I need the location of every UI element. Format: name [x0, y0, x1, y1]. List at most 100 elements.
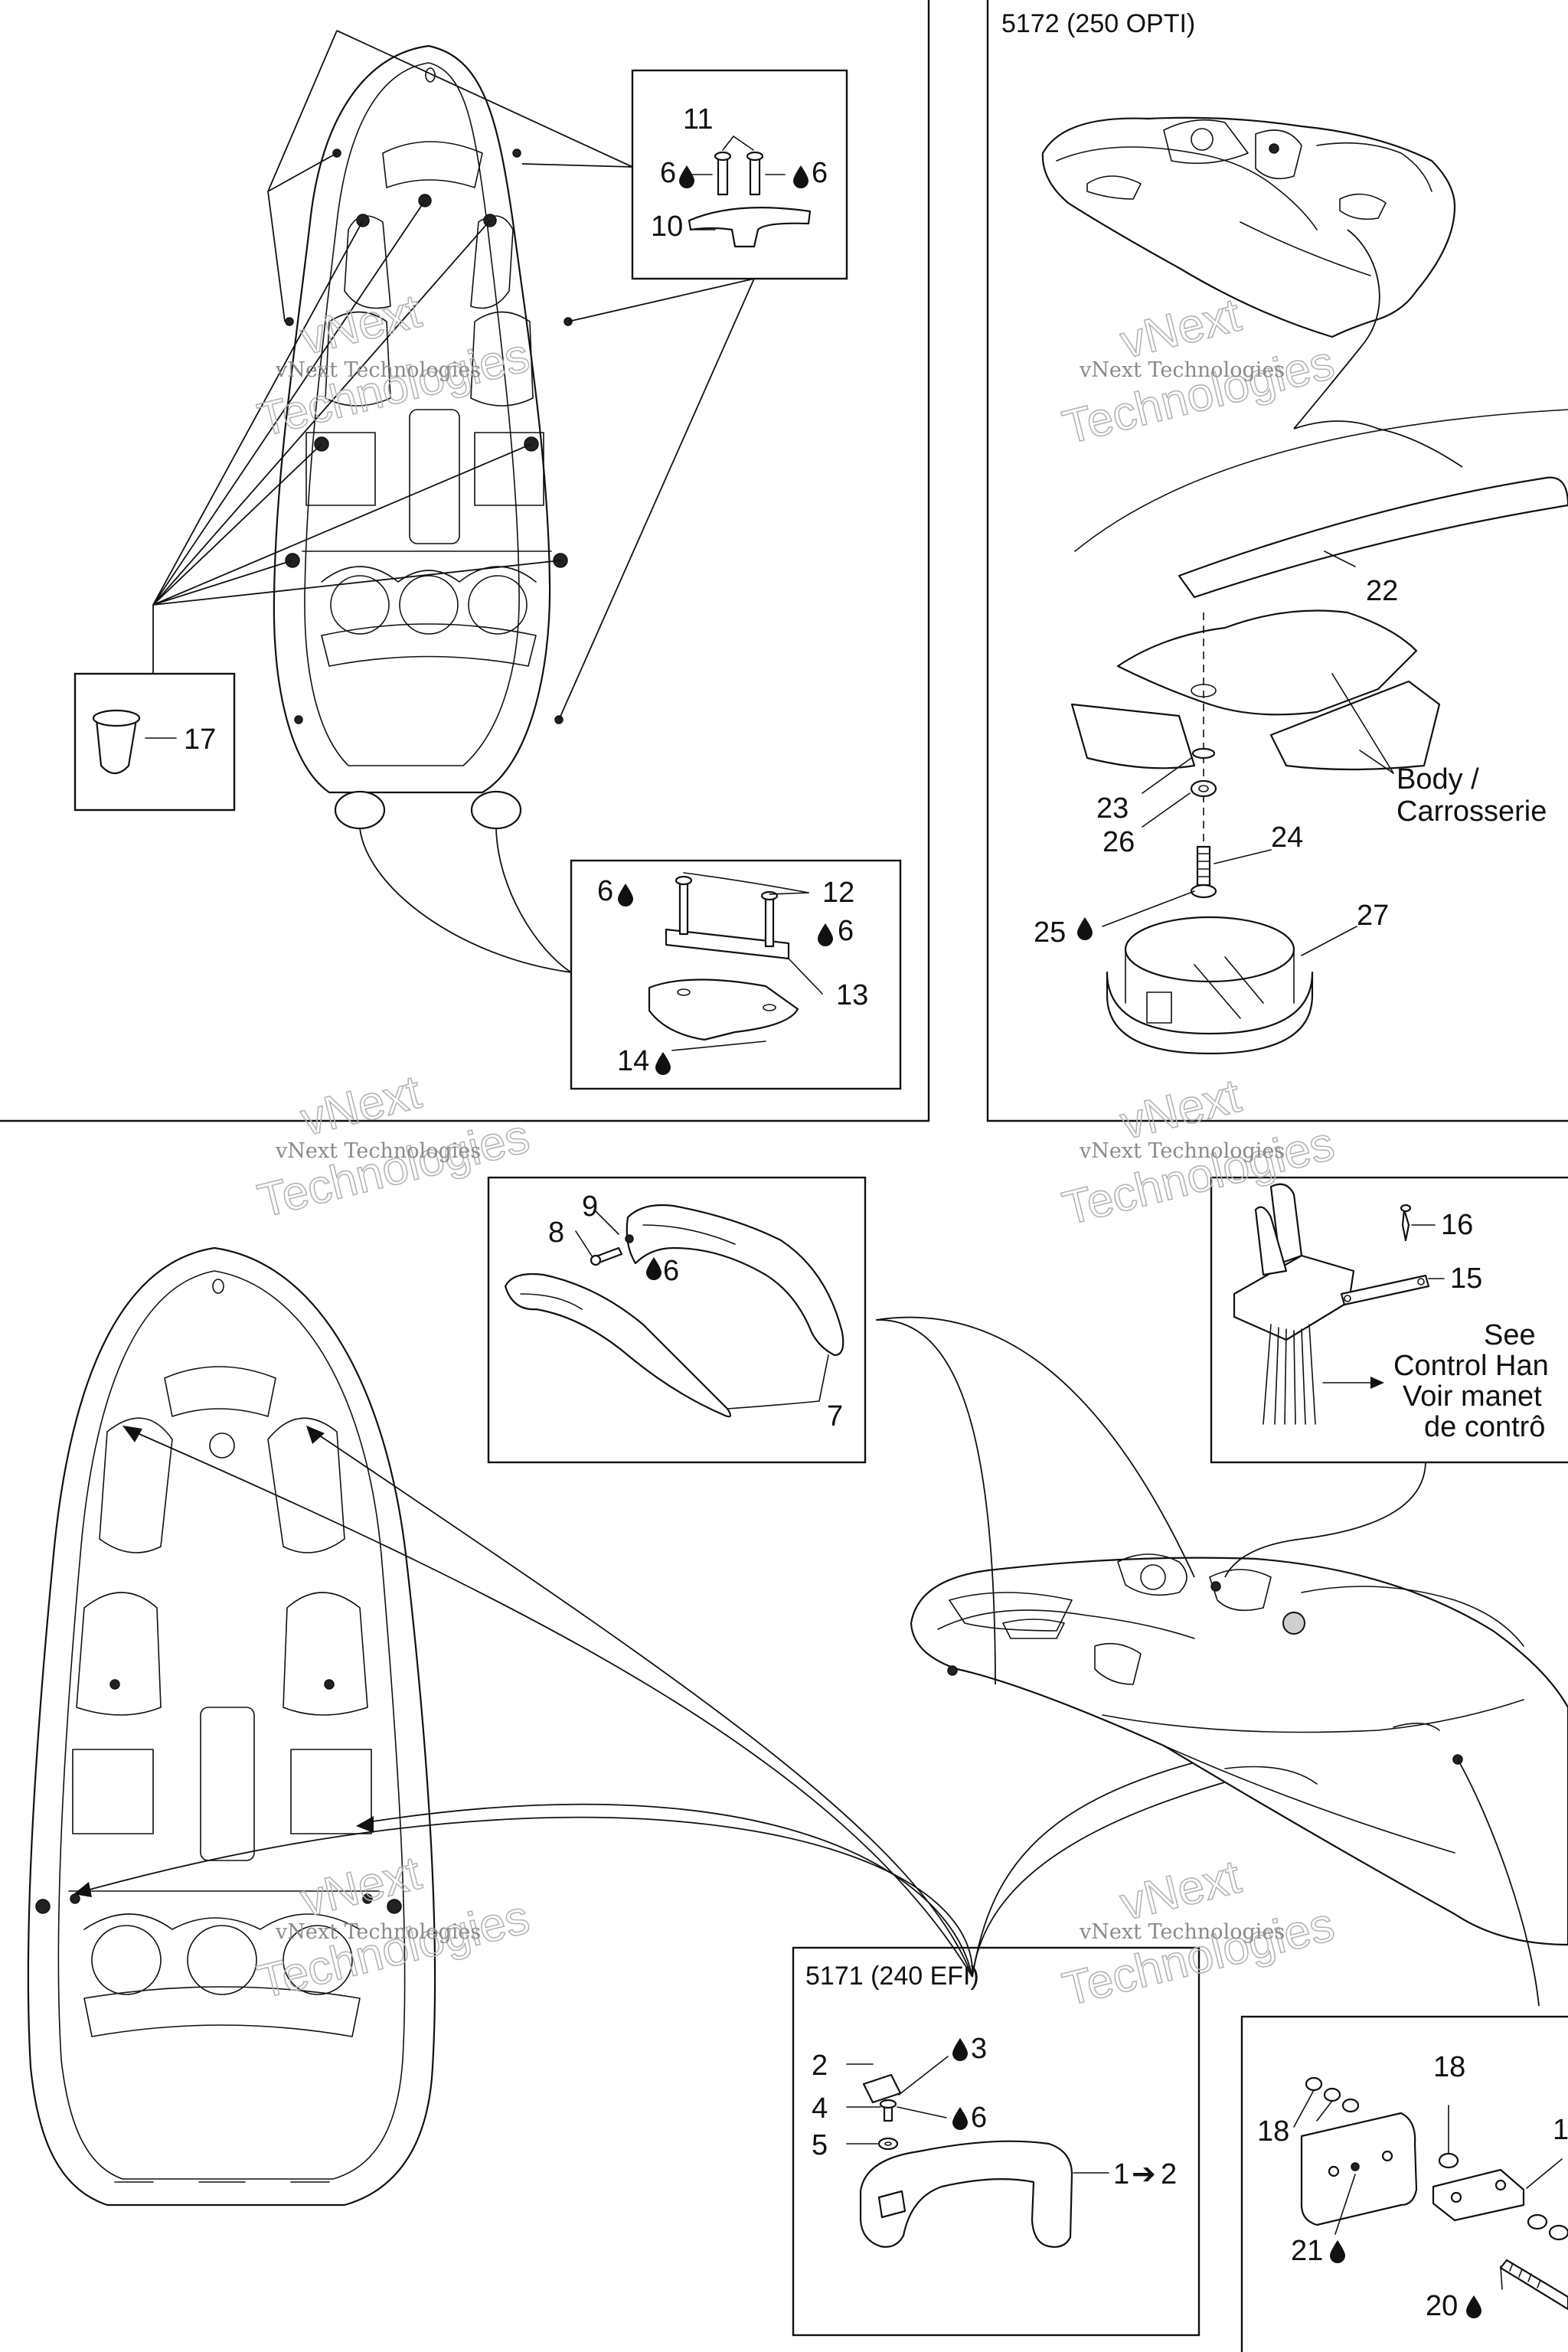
- leader-22: [1324, 550, 1356, 567]
- label-5: 5: [812, 2129, 828, 2161]
- arrow-head: [356, 1816, 374, 1833]
- label-1-to-2: 2: [1161, 2158, 1177, 2190]
- boat-perspective-upper: [1041, 116, 1456, 338]
- label-26: 26: [1102, 826, 1135, 858]
- label-22: 22: [1366, 575, 1398, 607]
- label-18-left: 18: [1257, 2115, 1289, 2148]
- inset-box-bracket: [1240, 2015, 1568, 2352]
- label-6-d: 6: [971, 2102, 987, 2134]
- sealant-drop-icon: [952, 2038, 968, 2061]
- throttle-control: [1233, 1183, 1445, 1425]
- rub-strip-22: [1178, 476, 1568, 599]
- grab-handle-1: [846, 2056, 1109, 2248]
- label-21: 21: [1291, 2235, 1323, 2267]
- sealant-drop-icon: [618, 884, 633, 906]
- label-27: 27: [1357, 900, 1389, 932]
- leader-body-a: [1331, 673, 1394, 774]
- label-24: 24: [1271, 822, 1303, 854]
- inset-box-throttle: [1210, 1176, 1568, 1464]
- ring-27: [1106, 916, 1314, 1055]
- leader-23: [1142, 757, 1192, 794]
- svg-text:vNext Technologies: vNext Technologies: [275, 1920, 481, 1944]
- label-7: 7: [827, 1400, 843, 1432]
- sealant-drop-icon: [1330, 2240, 1345, 2263]
- label-23: 23: [1096, 792, 1129, 825]
- leader-boat-c: [1224, 1462, 1426, 1578]
- leader-boat-d: [1457, 1759, 1540, 2007]
- label-13: 13: [836, 979, 868, 1011]
- label-2: 2: [812, 2050, 828, 2082]
- label-6-c: 6: [663, 1255, 679, 1287]
- leader-boat-a: [875, 1319, 996, 1685]
- arrow-head: [74, 1882, 92, 1897]
- see-text-4: de contrô: [1424, 1411, 1545, 1443]
- label-body-en: Body /: [1396, 763, 1479, 795]
- inset-box-small-cleat: [570, 859, 902, 1090]
- label-1: 1: [1113, 2158, 1129, 2190]
- panel-title-240-efi: 5171 (240 EFI): [805, 1962, 979, 1991]
- svg-text:vNext Technologies: vNext Technologies: [1079, 1139, 1285, 1163]
- hull-top-view-upper: [273, 44, 573, 830]
- body-panel: [1070, 609, 1441, 771]
- label-6-a: 6: [597, 875, 613, 907]
- sealant-drop-icon: [818, 923, 833, 946]
- panel-frame-240-efi: [792, 1946, 1200, 2337]
- label-6-left: 6: [660, 157, 676, 189]
- label-9: 9: [582, 1191, 598, 1223]
- label-3: 3: [971, 2033, 987, 2065]
- leader-boat-b: [875, 1316, 1195, 1578]
- panel-frame-top-left: [0, 0, 930, 1122]
- label-8: 8: [548, 1217, 564, 1249]
- see-text-3: Voir manet: [1403, 1380, 1542, 1413]
- washer-23: [1191, 747, 1216, 760]
- svg-text:vNext: vNext: [1116, 1851, 1246, 1931]
- svg-text:vNext Technologies: vNext Technologies: [1079, 358, 1285, 382]
- leader-body-b: [1359, 750, 1394, 774]
- right-arrow-icon: ➔: [1132, 2158, 1156, 2190]
- trim-arc: [1074, 409, 1568, 552]
- label-19-partial: 1: [1553, 2114, 1568, 2146]
- leader-lower-hull-d: [83, 1816, 973, 1978]
- leader-250: [1293, 229, 1380, 430]
- svg-text:vNext Technologies: vNext Technologies: [275, 1139, 481, 1163]
- leader-26: [1142, 792, 1191, 828]
- leader-25: [1102, 890, 1195, 927]
- cup-holder-17: [92, 709, 177, 775]
- sealant-drop-icon: [1466, 2295, 1481, 2318]
- svg-text:Technologies: Technologies: [253, 1109, 534, 1228]
- label-4: 4: [812, 2092, 828, 2125]
- inset-box-cleat: [631, 69, 848, 280]
- label-10: 10: [651, 211, 683, 243]
- leader-lower-hull-a: [133, 1431, 973, 1978]
- sealant-drop-icon: [679, 165, 694, 188]
- leader-27: [1301, 926, 1357, 956]
- panel-title-250-opti: 5172 (250 OPTI): [1001, 9, 1195, 38]
- label-14: 14: [617, 1045, 649, 1077]
- label-20: 20: [1426, 2290, 1458, 2322]
- see-text-1: See: [1484, 1319, 1536, 1351]
- sealant-drop-icon: [793, 165, 808, 188]
- label-16: 16: [1441, 1209, 1473, 1241]
- leader-lower-hull-c: [367, 1803, 973, 1978]
- small-cleat-assembly: [648, 872, 823, 1051]
- hull-top-view-lower: [27, 1246, 436, 2207]
- inset-box-cup-holder: [74, 672, 236, 812]
- leader-250-b: [1293, 420, 1463, 468]
- svg-text:Technologies: Technologies: [1057, 336, 1339, 455]
- leader-lower-hull-b: [313, 1431, 973, 1978]
- label-11: 11: [683, 103, 713, 136]
- sealant-drop-icon: [646, 1257, 662, 1280]
- washer-26: [1190, 779, 1217, 798]
- label-body-fr: Carrosserie: [1396, 795, 1547, 828]
- label-15: 15: [1450, 1263, 1482, 1295]
- label-6-b: 6: [838, 915, 854, 947]
- svg-text:vNext: vNext: [1116, 289, 1246, 369]
- svg-text:vNext Technologies: vNext Technologies: [275, 358, 481, 382]
- label-25: 25: [1034, 916, 1066, 949]
- screw-24: [1190, 845, 1217, 899]
- leader-24: [1214, 849, 1272, 864]
- cleat-10: [688, 136, 812, 248]
- svg-text:vNext: vNext: [1116, 1070, 1246, 1150]
- inset-box-grab-handle: [487, 1176, 867, 1464]
- right-arrow-icon: [1370, 1377, 1384, 1389]
